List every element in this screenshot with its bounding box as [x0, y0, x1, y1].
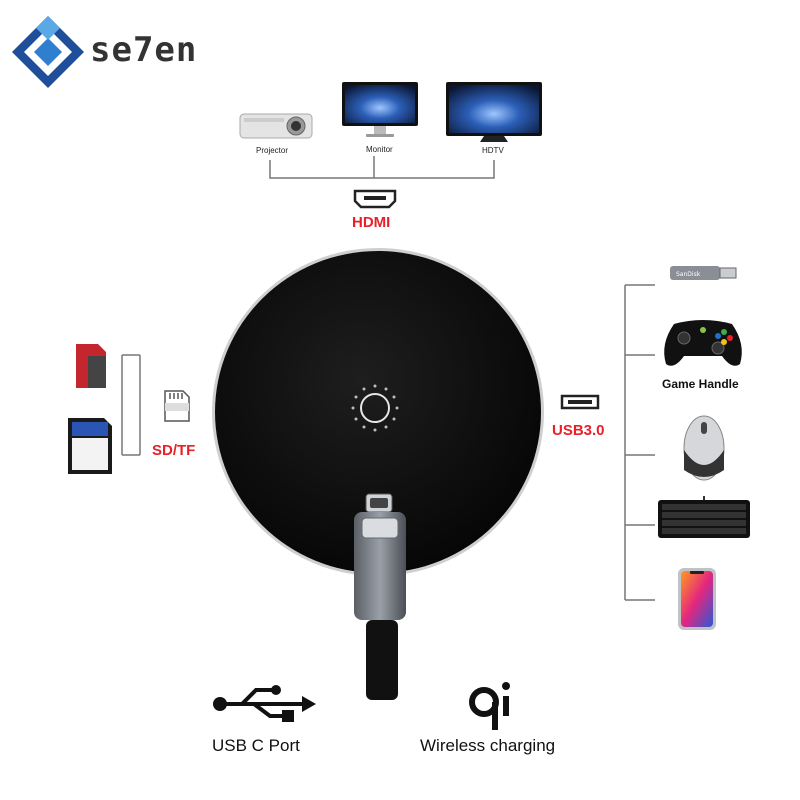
game-handle-label: Game Handle	[662, 377, 739, 391]
qi-wireless-icon	[469, 682, 510, 730]
brand-name: se7en	[90, 30, 198, 70]
usb-port-icon	[560, 394, 600, 410]
flash-drive-icon: SanDisk	[670, 266, 737, 280]
hdtv-icon	[446, 82, 542, 142]
display-label-hdtv: HDTV	[482, 146, 504, 155]
monitor-icon	[342, 82, 418, 137]
flash-drive-brand: SanDisk	[676, 271, 701, 278]
gamepad-icon	[664, 320, 742, 366]
display-label-monitor: Monitor	[366, 145, 393, 154]
sd-card-icon	[68, 418, 112, 474]
usb-c-port-label: USB C Port	[212, 736, 300, 755]
sd-slot-icon	[164, 390, 190, 422]
hdmi-label: HDMI	[352, 214, 391, 231]
wireless-charging-label: Wireless charging	[420, 736, 556, 755]
usb-c-cable	[354, 493, 406, 700]
charging-indicator-icon	[351, 384, 399, 432]
micro-sd-card-icon	[76, 344, 106, 388]
sd-tf-label: SD/TF	[152, 442, 196, 459]
brand-logo-icon	[12, 16, 84, 88]
hdmi-port-icon	[353, 189, 397, 209]
projector-icon	[239, 113, 313, 139]
usb-symbol-icon	[213, 685, 316, 722]
usb-label: USB3.0	[552, 422, 605, 439]
hub-disc	[212, 248, 544, 576]
display-label-projector: Projector	[256, 146, 289, 155]
mouse-icon	[683, 415, 725, 481]
keyboard-icon	[658, 496, 750, 538]
smartphone-icon	[678, 568, 716, 630]
